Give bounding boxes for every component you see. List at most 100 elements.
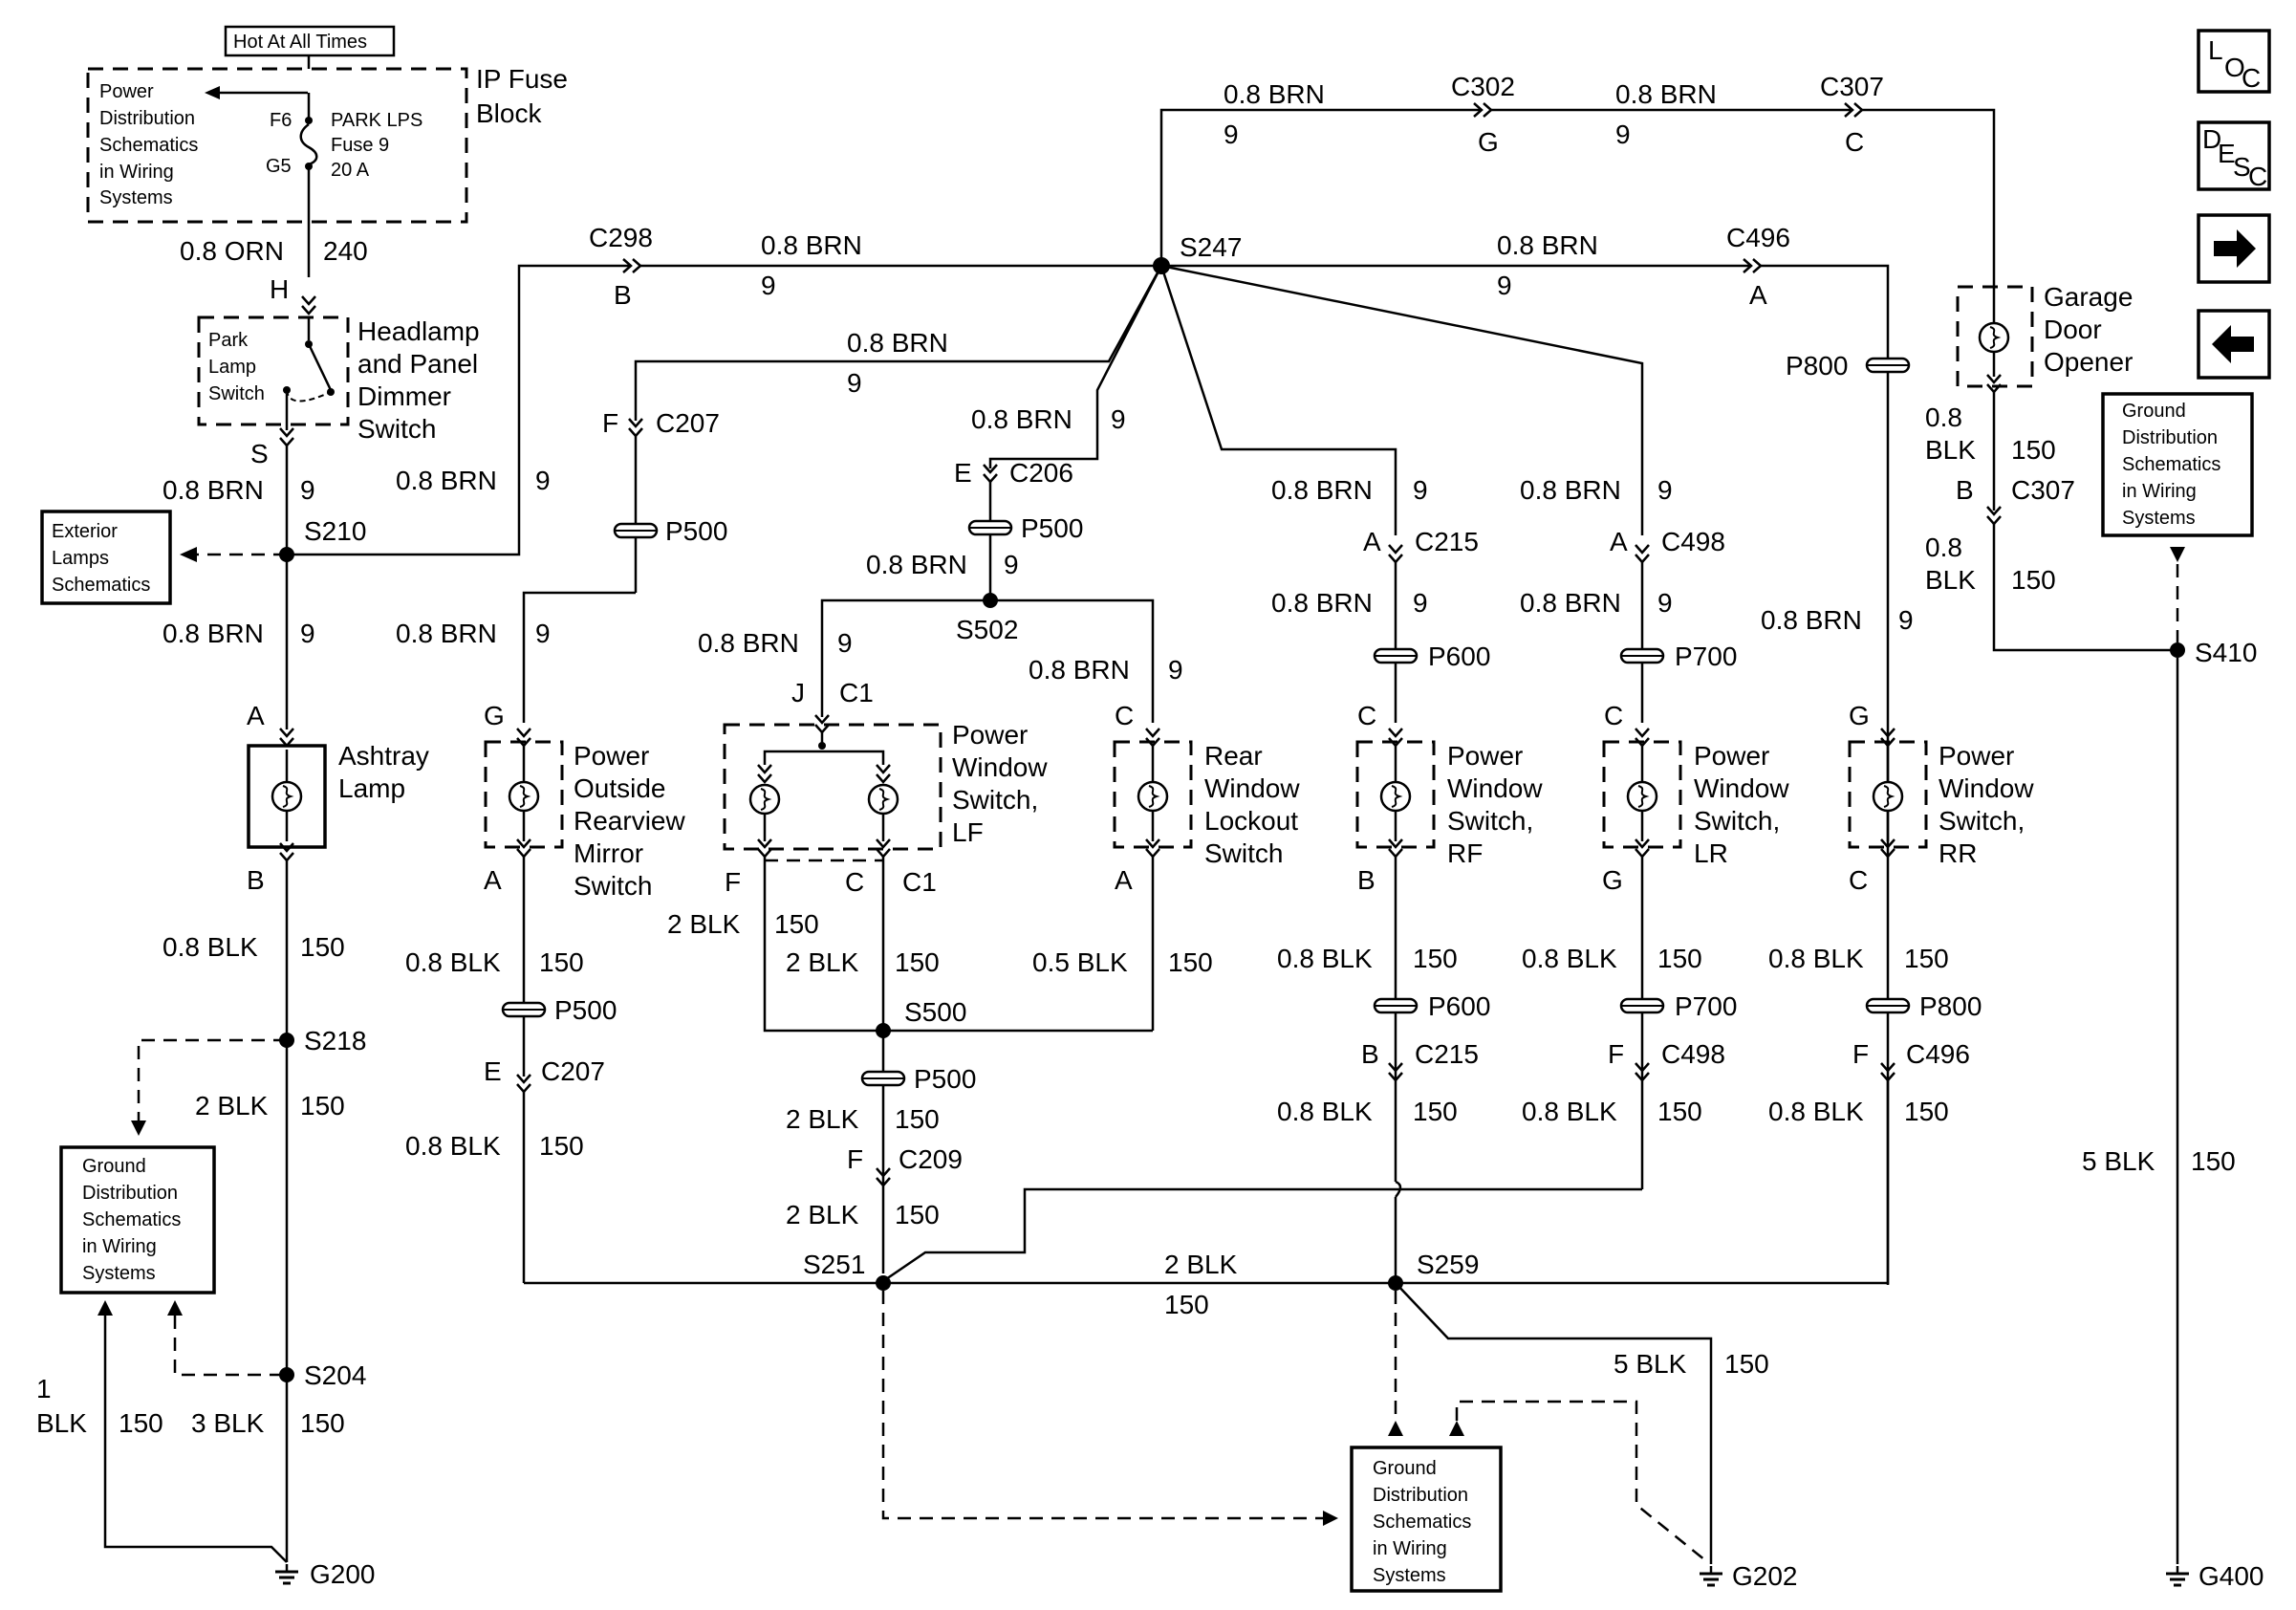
svg-text:9: 9	[1657, 475, 1673, 505]
svg-text:A: A	[1610, 527, 1628, 556]
svg-text:Distribution: Distribution	[1373, 1485, 1468, 1506]
svg-text:0.8 BRN: 0.8 BRN	[1497, 230, 1598, 260]
svg-text:150: 150	[2191, 1146, 2236, 1176]
exterior-lamps-ref: Exterior Lamps Schematics	[40, 510, 172, 605]
svg-text:0.8 BRN: 0.8 BRN	[162, 619, 264, 648]
svg-text:P500: P500	[914, 1064, 976, 1094]
svg-text:S210: S210	[304, 516, 366, 546]
svg-text:C: C	[845, 867, 864, 897]
svg-text:C: C	[2242, 63, 2261, 93]
svg-text:B: B	[1956, 475, 1974, 505]
svg-text:0.8 BRN: 0.8 BRN	[847, 328, 948, 358]
svg-text:C209: C209	[899, 1144, 963, 1174]
svg-text:2 BLK: 2 BLK	[1164, 1250, 1238, 1279]
svg-text:C: C	[1115, 701, 1134, 730]
svg-text:Fuse 9: Fuse 9	[331, 135, 389, 156]
svg-text:C1: C1	[902, 867, 937, 897]
svg-text:150: 150	[539, 1131, 584, 1161]
svg-text:150: 150	[300, 1091, 345, 1120]
window-lf-label: Power	[952, 720, 1028, 750]
svg-text:A: A	[484, 865, 502, 895]
svg-text:9: 9	[1224, 120, 1239, 149]
svg-text:0.8 BLK: 0.8 BLK	[1277, 944, 1373, 973]
svg-text:9: 9	[1657, 588, 1673, 618]
svg-text:0.8 BRN: 0.8 BRN	[1224, 79, 1325, 109]
svg-text:150: 150	[1657, 944, 1702, 973]
svg-text:S259: S259	[1417, 1250, 1479, 1279]
svg-text:Schematics: Schematics	[52, 575, 150, 596]
svg-text:Schematics: Schematics	[82, 1209, 181, 1230]
ashtray-lamp-label: Ashtray	[338, 741, 429, 771]
svg-text:0.8 BRN: 0.8 BRN	[162, 475, 264, 505]
svg-text:B: B	[1361, 1039, 1379, 1069]
svg-text:0.8 BRN: 0.8 BRN	[698, 628, 799, 658]
svg-text:9: 9	[847, 368, 862, 398]
svg-text:240: 240	[323, 236, 368, 266]
svg-text:D: D	[2202, 124, 2221, 154]
svg-text:Distribution: Distribution	[82, 1183, 178, 1204]
ground-distribution-ref-bottom: Ground Distribution Schematics in Wiring…	[1350, 1446, 1503, 1593]
svg-text:2 BLK: 2 BLK	[786, 947, 859, 977]
ground-g200: G200	[310, 1559, 376, 1589]
svg-text:2 BLK: 2 BLK	[786, 1104, 859, 1134]
svg-text:0.8 BRN: 0.8 BRN	[1271, 588, 1373, 618]
svg-text:9: 9	[1413, 475, 1428, 505]
svg-text:0.8 BRN: 0.8 BRN	[1520, 475, 1621, 505]
svg-text:0.8: 0.8	[1925, 533, 1962, 562]
svg-text:9: 9	[761, 271, 776, 300]
svg-text:C: C	[1845, 127, 1864, 157]
svg-text:P500: P500	[554, 995, 617, 1025]
switch-icon	[283, 317, 335, 430]
svg-text:C206: C206	[1009, 458, 1073, 488]
ground-g400: G400	[2199, 1561, 2264, 1591]
svg-text:0.8 BRN: 0.8 BRN	[1520, 588, 1621, 618]
loc-icon[interactable]: L O C	[2197, 29, 2271, 94]
svg-text:E: E	[2218, 139, 2236, 168]
svg-text:9: 9	[300, 619, 315, 648]
svg-text:Exterior: Exterior	[52, 521, 118, 542]
svg-text:C307: C307	[2011, 475, 2075, 505]
svg-text:9: 9	[1111, 404, 1126, 434]
svg-text:Window: Window	[1694, 773, 1789, 803]
svg-text:0.8: 0.8	[1925, 402, 1962, 432]
svg-text:C: C	[2248, 162, 2267, 191]
svg-text:P600: P600	[1428, 642, 1490, 671]
park-lamp-switch	[197, 315, 350, 426]
svg-text:Lamp: Lamp	[208, 357, 256, 378]
desc-icon[interactable]: D E S C	[2197, 120, 2271, 191]
arrow-left-icon[interactable]	[2197, 309, 2271, 380]
fuse-icon	[299, 122, 318, 166]
svg-text:1: 1	[36, 1374, 52, 1403]
svg-text:2 BLK: 2 BLK	[667, 909, 741, 939]
svg-text:S502: S502	[956, 615, 1018, 644]
svg-text:Door: Door	[2044, 315, 2102, 344]
svg-text:F: F	[1608, 1039, 1624, 1069]
svg-text:Ground: Ground	[82, 1156, 146, 1177]
svg-text:O: O	[2224, 53, 2245, 82]
svg-text:9: 9	[535, 466, 551, 495]
svg-text:Distribution: Distribution	[99, 108, 195, 129]
svg-text:Switch,: Switch,	[1447, 806, 1533, 836]
svg-text:Schematics: Schematics	[99, 135, 198, 156]
svg-text:150: 150	[1904, 944, 1949, 973]
svg-text:0.8 BRN: 0.8 BRN	[396, 619, 497, 648]
svg-text:150: 150	[119, 1408, 163, 1438]
svg-text:0.5 BLK: 0.5 BLK	[1032, 947, 1128, 977]
ground-distribution-ref-left: Ground Distribution Schematics in Wiring…	[59, 1145, 216, 1295]
svg-text:P700: P700	[1675, 991, 1737, 1021]
svg-text:150: 150	[1413, 1097, 1458, 1126]
splice-s500	[876, 1023, 891, 1038]
svg-text:G: G	[1602, 865, 1623, 895]
svg-text:150: 150	[300, 932, 345, 962]
svg-text:9: 9	[535, 619, 551, 648]
svg-text:0.8 BLK: 0.8 BLK	[1768, 944, 1864, 973]
svg-text:0.8 ORN: 0.8 ORN	[180, 236, 284, 266]
svg-text:S204: S204	[304, 1360, 366, 1390]
svg-text:150: 150	[774, 909, 819, 939]
ground-g202: G202	[1732, 1561, 1798, 1591]
garage-door-label: Garage	[2044, 282, 2133, 312]
svg-text:5 BLK: 5 BLK	[1614, 1349, 1687, 1379]
svg-text:Switch,: Switch,	[1939, 806, 2025, 836]
arrow-right-icon[interactable]	[2197, 213, 2271, 284]
